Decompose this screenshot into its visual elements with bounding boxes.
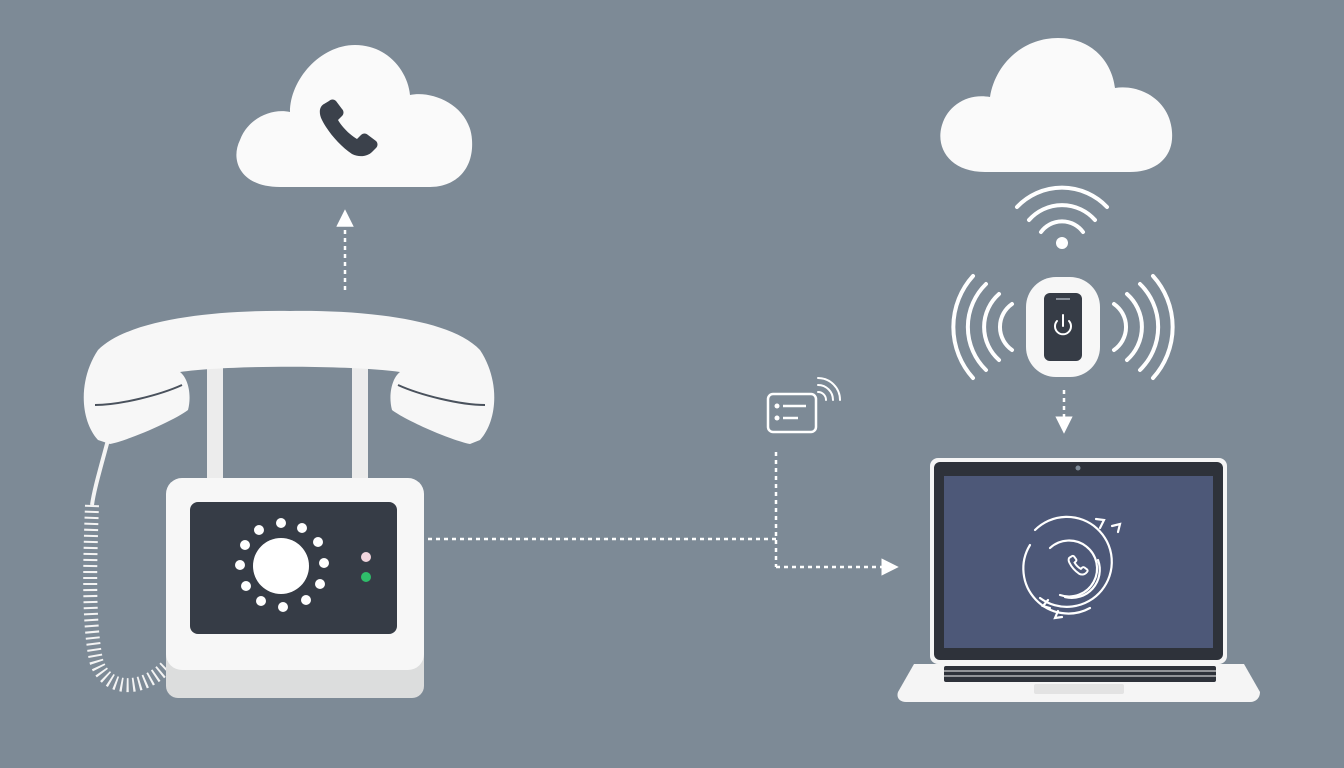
cloud-right	[940, 38, 1173, 172]
phone-cord-coil	[83, 504, 174, 693]
rotary-desk-phone-icon	[83, 310, 495, 698]
handset-post-left	[207, 368, 223, 480]
laptop-trackpad	[1034, 684, 1124, 694]
power-icon	[1054, 314, 1072, 336]
call-forwarding-icon	[1022, 515, 1122, 620]
laptop-camera	[1075, 465, 1081, 471]
rotary-dial-icon	[235, 518, 329, 612]
connectors	[336, 209, 1073, 576]
laptop-icon	[897, 458, 1260, 702]
phone-handset-icon	[319, 99, 378, 157]
wireless-icon	[817, 377, 841, 401]
cloud-left-shape	[236, 45, 473, 187]
wifi-signal-icon	[1015, 185, 1109, 249]
handset-shadow-left	[94, 384, 183, 406]
keyboard-keys	[944, 670, 1216, 677]
laptop-phone-handset-icon	[1067, 554, 1089, 576]
laptop-keyboard	[944, 666, 1216, 682]
status-led-green	[361, 572, 371, 582]
status-led-pink	[361, 552, 371, 562]
phone-cord	[90, 439, 110, 506]
cloud-left	[236, 45, 473, 187]
message-card-icon	[766, 377, 841, 434]
signal-waves-left	[951, 274, 1014, 380]
cloud-right-shape	[940, 38, 1173, 172]
smartphone-broadcasting-icon	[951, 274, 1175, 380]
handset-post-right	[352, 368, 368, 480]
signal-waves-right	[1112, 274, 1175, 380]
laptop-screen	[944, 476, 1213, 648]
handset	[83, 310, 495, 444]
handset-shadow-right	[397, 384, 486, 406]
